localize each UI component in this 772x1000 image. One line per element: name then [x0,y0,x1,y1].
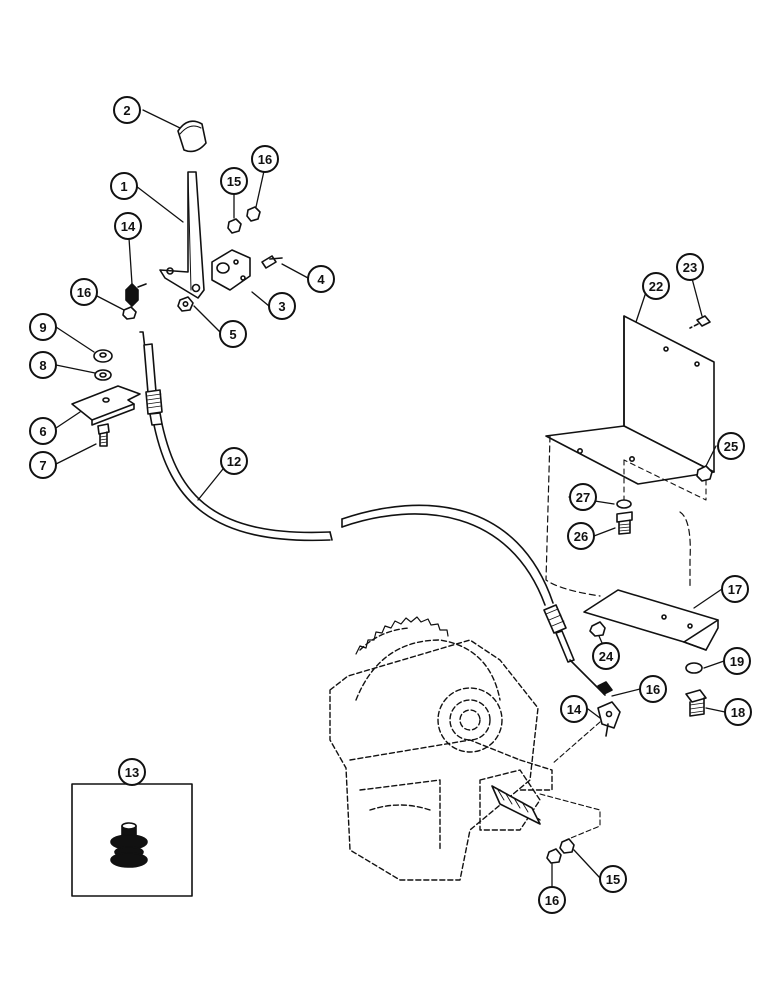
callout-7-label: 7 [39,458,46,473]
nut-24 [589,621,606,637]
shift-lever [159,171,205,299]
callout-13: 13 [118,758,146,786]
callout-17-label: 17 [728,582,742,597]
callout-25-label: 25 [724,439,738,454]
callout-19: 19 [723,647,751,675]
callout-22-label: 22 [649,279,663,294]
callout-8-label: 8 [39,358,46,373]
callout-16-left-label: 16 [77,285,91,300]
callout-25: 25 [717,432,745,460]
callout-5-label: 5 [229,327,236,342]
nut-5 [177,296,194,312]
callout-14-top-label: 14 [121,219,136,234]
callout-8: 8 [29,351,57,379]
bolt-26 [616,511,633,535]
callout-15-top: 15 [220,167,248,195]
bolt-4 [261,255,283,269]
pivot-bracket [211,249,251,291]
washer-19 [685,662,703,674]
callout-16-right: 16 [639,675,667,703]
cable-lower-fitting [543,604,613,696]
dashed-guide-22 [623,459,707,501]
callout-4: 4 [307,265,335,293]
grommet-13 [110,822,148,868]
transmission-housing [329,627,601,881]
washer-27 [616,499,632,509]
callout-3: 3 [268,292,296,320]
callout-22: 22 [642,272,670,300]
callout-3-label: 3 [278,299,285,314]
callout-6-label: 6 [39,424,46,439]
inset-box-13 [71,783,193,897]
callout-1-label: 1 [120,179,127,194]
callout-24-label: 24 [599,649,614,664]
callout-23: 23 [676,253,704,281]
cable-12-lower [341,504,554,606]
callout-17: 17 [721,575,749,603]
bolt-18 [685,689,707,717]
nut-15-bottom [559,838,575,854]
callout-15-bottom-label: 15 [606,872,620,887]
callout-23-label: 23 [683,260,697,275]
callout-15-top-label: 15 [227,174,241,189]
callout-12-label: 12 [227,454,241,469]
callout-14-lower-label: 14 [567,702,582,717]
bolt-7 [97,423,110,447]
callout-16-left: 16 [70,278,98,306]
callout-16-bottom-label: 16 [545,893,559,908]
callout-2-label: 2 [123,103,130,118]
callout-14-lower: 14 [560,695,588,723]
nut-16-bottom [546,848,562,864]
callout-16-bottom: 16 [538,886,566,914]
parts-layer [55,109,726,897]
clevis-14-top [125,283,147,307]
bracket-17 [583,589,719,651]
dashed-mounting-outline [545,435,691,597]
output-shaft [491,785,541,825]
callout-27-label: 27 [576,490,590,505]
nut-16-left [122,306,137,320]
callout-13-label: 13 [125,765,139,780]
callout-19-label: 19 [730,654,744,669]
bracket-22 [545,315,715,485]
callout-7: 7 [29,451,57,479]
shift-knob [177,120,207,153]
callout-9: 9 [29,313,57,341]
callout-2: 2 [113,96,141,124]
callout-4-label: 4 [317,272,325,287]
callout-27: 27 [569,483,597,511]
cable-upper-end [139,331,163,426]
callout-6: 6 [29,417,57,445]
callout-12: 12 [220,447,248,475]
callout-14-top: 14 [114,212,142,240]
callout-18-label: 18 [731,705,745,720]
washer-8 [94,369,112,381]
callout-16-top-label: 16 [258,152,272,167]
callout-26-label: 26 [574,529,588,544]
nut-9 [93,349,113,363]
callouts-layer: 2 1 15 16 14 4 16 3 5 9 8 6 7 12 23 22 2… [29,96,752,914]
gear-teeth [355,616,449,655]
nut-16-top [246,206,261,222]
callout-18: 18 [724,698,752,726]
callout-15-bottom: 15 [599,865,627,893]
nut-15-top [227,218,242,234]
mount-plate-6 [71,385,141,426]
nut-5-hole [182,300,189,307]
callout-24: 24 [592,642,620,670]
callout-16-right-label: 16 [646,682,660,697]
callout-16-top: 16 [251,145,279,173]
callout-26: 26 [567,522,595,550]
callout-9-label: 9 [39,320,46,335]
callout-1: 1 [110,172,138,200]
callout-5: 5 [219,320,247,348]
bolt-23 [689,315,711,329]
cable-12-upper [153,423,333,542]
clevis-14-lower [597,701,621,737]
